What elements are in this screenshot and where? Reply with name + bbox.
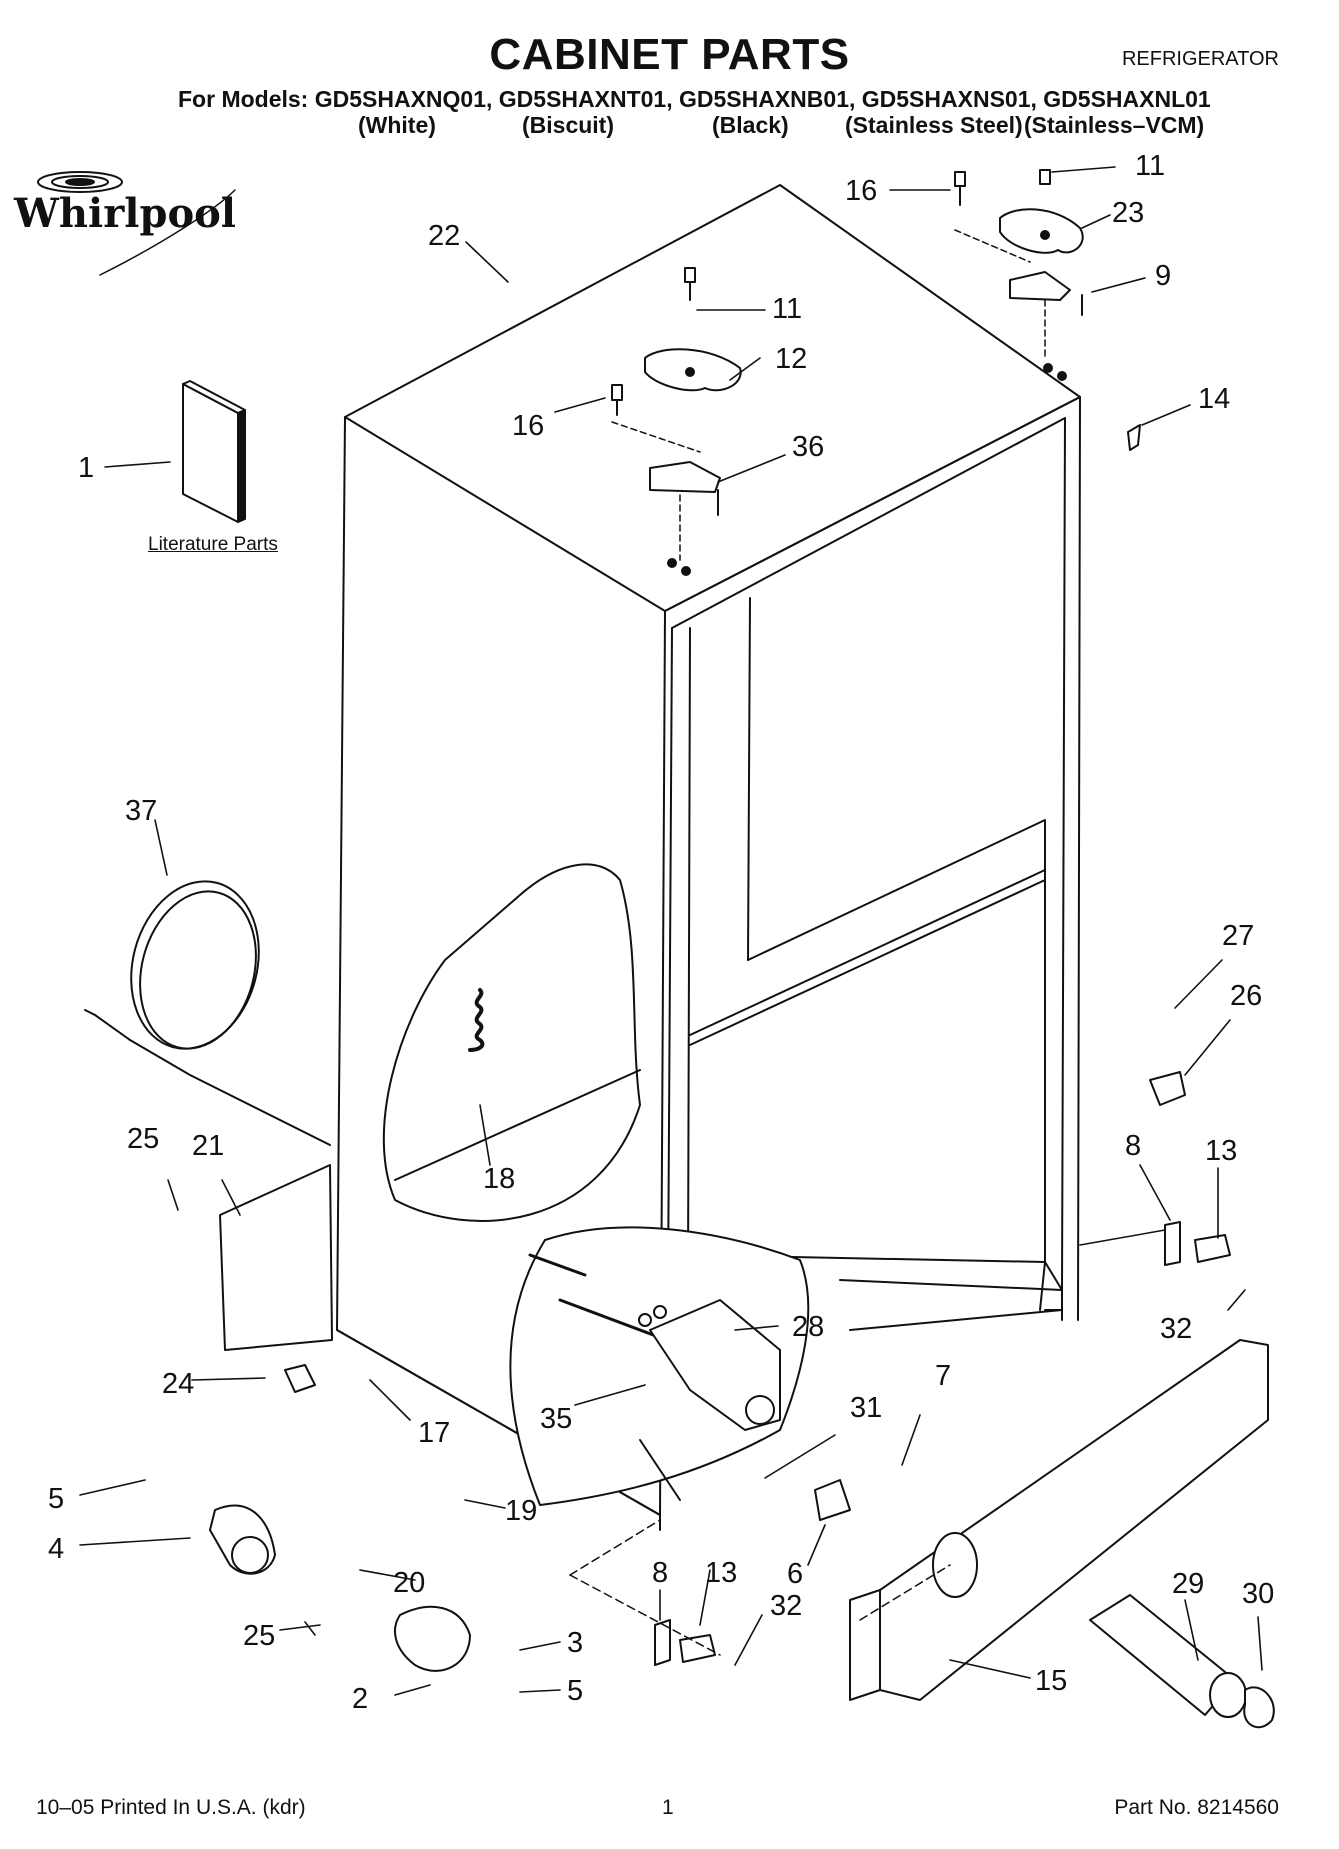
callout-13-b: 13	[705, 1557, 737, 1589]
callout-32: 32	[1160, 1313, 1192, 1345]
callout-22: 22	[428, 220, 460, 252]
variant-black: (Black)	[712, 112, 789, 138]
top-hinge-right	[954, 169, 1141, 451]
callout-23: 23	[1112, 197, 1144, 229]
callout-labels: 1 2 3 4 5 5 6 7 8 8 9 11 11 12 13 13 14 …	[48, 150, 1274, 1715]
callout-37: 37	[125, 795, 157, 827]
brand-logo: Whirlpool	[14, 190, 236, 237]
callout-3: 3	[567, 1627, 583, 1659]
callout-5: 5	[48, 1483, 64, 1515]
callout-27: 27	[1222, 920, 1254, 952]
leader-lines	[79, 166, 1263, 1696]
callout-1: 1	[78, 452, 94, 484]
callout-4: 4	[48, 1533, 64, 1565]
variant-white: (White)	[358, 112, 436, 138]
part-number: Part No. 8214560	[1114, 1796, 1279, 1819]
callout-2: 2	[352, 1683, 368, 1715]
water-filter	[1089, 1594, 1275, 1729]
callout-13: 13	[1205, 1135, 1237, 1167]
cutaway-panel	[382, 863, 641, 1222]
callout-16-b: 16	[512, 410, 544, 442]
callout-14: 14	[1198, 383, 1230, 415]
lower-hardware	[209, 1071, 1231, 1672]
callout-5-b: 5	[567, 1675, 583, 1707]
variant-stainless-vcm: (Stainless–VCM)	[1024, 112, 1205, 138]
machine-compartment	[509, 1226, 810, 1506]
callout-31: 31	[850, 1392, 882, 1424]
callout-16: 16	[845, 175, 877, 207]
callout-29: 29	[1172, 1568, 1204, 1600]
appliance-category: REFRIGERATOR	[1121, 48, 1279, 70]
callout-11-b: 11	[772, 293, 802, 325]
variant-biscuit: (Biscuit)	[522, 112, 614, 138]
callout-36: 36	[792, 431, 824, 463]
cabinet-shell	[336, 184, 1081, 1531]
callout-15: 15	[1035, 1665, 1067, 1697]
callout-32-b: 32	[770, 1590, 802, 1622]
callout-25: 25	[127, 1123, 159, 1155]
callout-20: 20	[393, 1567, 425, 1599]
callout-7: 7	[935, 1360, 951, 1392]
whirlpool-swirl-icon	[37, 171, 236, 276]
callout-17: 17	[418, 1417, 450, 1449]
callout-12: 12	[775, 343, 807, 375]
page-title: CABINET PARTS	[489, 30, 850, 79]
literature-parts-label: Literature Parts	[148, 534, 278, 555]
callout-24: 24	[162, 1368, 194, 1400]
callout-19: 19	[505, 1495, 537, 1527]
callout-35: 35	[540, 1403, 572, 1435]
callout-21: 21	[192, 1130, 224, 1162]
callout-18: 18	[483, 1163, 515, 1195]
callout-6: 6	[787, 1558, 803, 1590]
rear-access-panel	[219, 1164, 333, 1351]
callout-8-b: 8	[652, 1557, 668, 1589]
model-list: For Models: GD5SHAXNQ01, GD5SHAXNT01, GD…	[178, 86, 1211, 112]
variant-stainless-steel: (Stainless Steel)	[845, 112, 1023, 138]
callout-28: 28	[792, 1311, 824, 1343]
water-line-coil	[84, 880, 331, 1146]
literature-booklet	[182, 380, 246, 523]
print-info: 10–05 Printed In U.S.A. (kdr)	[36, 1796, 306, 1819]
front-grille	[849, 1339, 1269, 1701]
callout-8: 8	[1125, 1130, 1141, 1162]
callout-25-b: 25	[243, 1620, 275, 1652]
page-number: 1	[662, 1796, 674, 1819]
callout-30: 30	[1242, 1578, 1274, 1610]
callout-9: 9	[1155, 260, 1171, 292]
callout-26: 26	[1230, 980, 1262, 1012]
callout-11: 11	[1135, 150, 1165, 182]
top-hinge-center	[611, 267, 742, 576]
